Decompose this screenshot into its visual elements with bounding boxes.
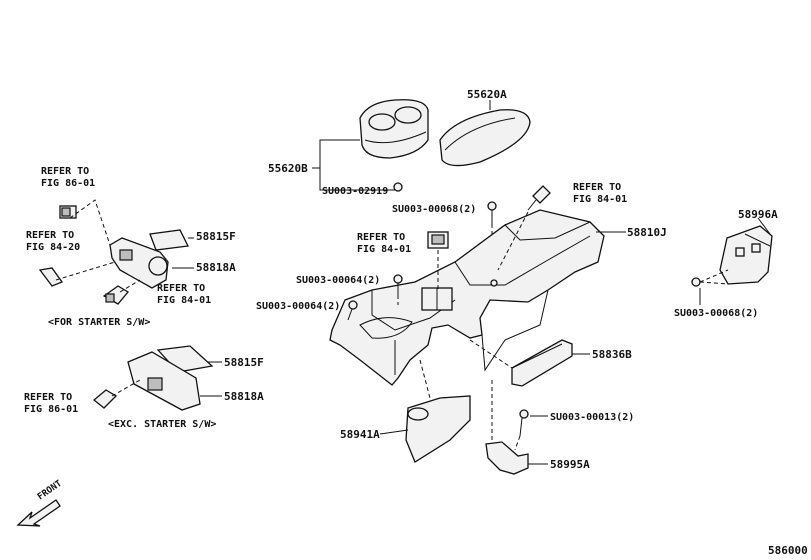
ref-84-01-left-l2: FIG 84-01	[157, 295, 211, 306]
ref-84-01-right-l1: REFER TO	[573, 182, 621, 193]
label-55620A: 55620A	[467, 88, 507, 101]
cover-58941A	[405, 395, 471, 463]
screw-su00064-a	[393, 274, 403, 295]
console-box-58810J	[329, 209, 605, 386]
label-58836B: 58836B	[592, 348, 632, 361]
ref-86-01-bottom-l2: FIG 86-01	[24, 404, 78, 415]
ref-86-01-bottom-l1: REFER TO	[24, 392, 72, 403]
ref-84-20-l1: REFER TO	[26, 230, 74, 241]
connector-84-20	[38, 267, 64, 287]
ref-86-01-top-l1: REFER TO	[41, 166, 89, 177]
ref-84-01-right-l2: FIG 84-01	[573, 194, 627, 205]
label-su02919: SU003-02919	[322, 186, 388, 197]
label-55620B: 55620B	[268, 162, 308, 175]
connector-86-01-bottom	[92, 389, 118, 409]
bezel-58815F-1	[149, 229, 189, 251]
bolt-su00013	[519, 409, 529, 437]
caption-starter: <FOR STARTER S/W>	[48, 317, 150, 328]
connector-86-01-top	[59, 205, 77, 219]
front-arrow	[16, 499, 61, 527]
label-58818A-1: 58818A	[196, 261, 236, 274]
label-58810J: 58810J	[627, 226, 667, 239]
label-58818A-2: 58818A	[224, 390, 264, 403]
bracket-58995A	[485, 441, 529, 475]
cup-holder-55620B	[359, 99, 429, 159]
label-58815F-2: 58815F	[224, 356, 264, 369]
label-su00013: SU003-00013(2)	[550, 412, 634, 423]
label-58996A: 58996A	[738, 208, 778, 221]
label-su00064-a: SU003-00064(2)	[296, 275, 380, 286]
label-58941A: 58941A	[340, 428, 380, 441]
screw-su00064-b	[347, 300, 358, 321]
ref-86-01-top-l2: FIG 86-01	[41, 178, 95, 189]
connector-84-01-left	[102, 285, 129, 305]
tray-mat-58836B	[511, 339, 573, 387]
ref-84-01-center-l1: REFER TO	[357, 232, 405, 243]
ref-84-01-center-l2: FIG 84-01	[357, 244, 411, 255]
label-su00068-right: SU003-00068(2)	[674, 308, 758, 319]
connector-right	[527, 185, 551, 211]
bolt-su00068-top	[487, 201, 497, 224]
holder-58818A-2	[127, 351, 201, 411]
front-label: FRONT	[36, 478, 64, 502]
ref-84-01-left-l1: REFER TO	[157, 283, 205, 294]
figure-number: 586000	[768, 544, 808, 557]
ref-84-20-l2: FIG 84-20	[26, 242, 80, 253]
caption-exc-starter: <EXC. STARTER S/W>	[108, 419, 216, 430]
label-su00068-top: SU003-00068(2)	[392, 204, 476, 215]
switch-center	[427, 231, 449, 249]
starter-switch-housing-58818A	[109, 237, 169, 289]
label-su00064-b: SU003-00064(2)	[256, 301, 340, 312]
label-58995A: 58995A	[550, 458, 590, 471]
bracket-58996A	[719, 225, 773, 285]
label-58815F-1: 58815F	[196, 230, 236, 243]
armrest-pad-55620A	[439, 109, 531, 167]
